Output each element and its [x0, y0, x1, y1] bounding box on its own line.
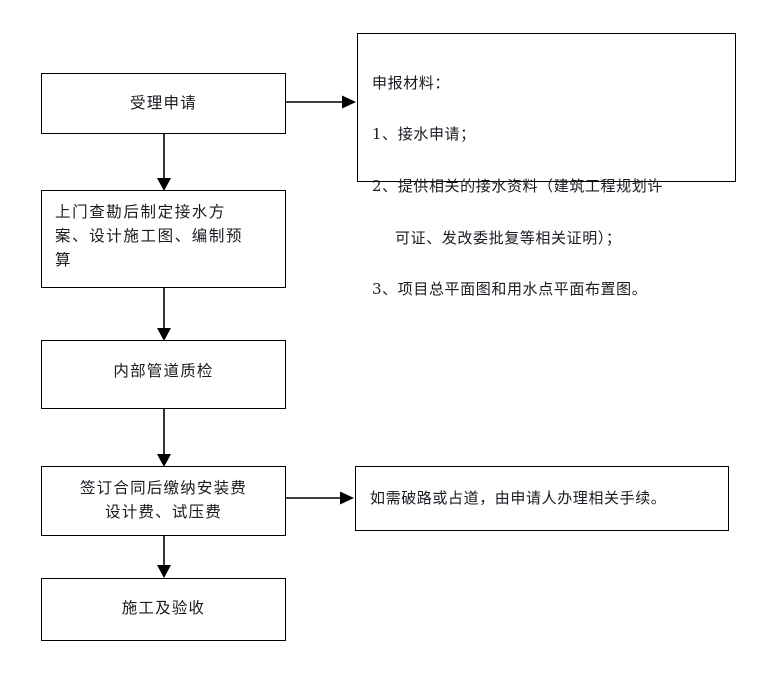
node-required-materials: 申报材料： 1、接水申请； 2、提供相关的接水资料（建筑工程规划许 可证、发改委…: [357, 33, 736, 298]
node-construction-acceptance: 施工及验收: [41, 578, 286, 641]
node-contract-fees: 签订合同后缴纳安装费 设计费、试压费: [41, 466, 286, 536]
materials-item-2-continued: 可证、发改委批复等相关证明）；: [395, 228, 622, 247]
connector-survey-to-inspection: [154, 288, 174, 342]
materials-item-3: 3、项目总平面图和用水点平面布置图。: [372, 280, 648, 299]
node-internal-inspection: 内部管道质检: [41, 340, 286, 409]
connector-contract-to-road-note: [286, 488, 356, 508]
node-survey-design: 上门查勘后制定接水方 案、设计施工图、编制预 算: [41, 190, 286, 288]
materials-item-2: 2、提供相关的接水资料（建筑工程规划许: [372, 176, 663, 195]
materials-item-1: 1、接水申请；: [372, 125, 476, 144]
node-road-permit-note: 如需破路或占道，由申请人办理相关手续。: [355, 466, 729, 531]
connector-inspection-to-contract: [154, 409, 174, 468]
node-accept-application: 受理申请: [41, 73, 286, 134]
connector-accept-to-survey: [154, 134, 174, 192]
connector-contract-to-construction: [154, 536, 174, 579]
materials-heading: 申报材料：: [372, 73, 451, 92]
connector-accept-to-materials: [286, 92, 358, 112]
